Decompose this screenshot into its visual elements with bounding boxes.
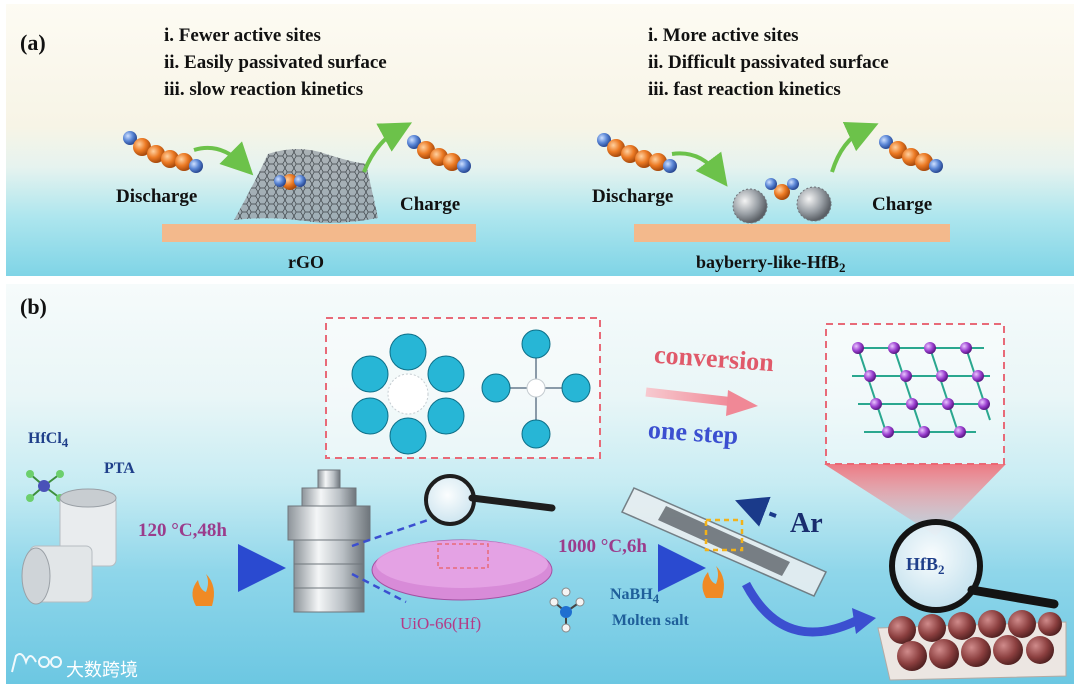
panel-b-label: (b) (20, 294, 47, 319)
bayberry-hfb2-product-icon (877, 610, 1067, 681)
product-arrow-icon (742, 581, 860, 637)
polysulfide-chain-icon (123, 131, 203, 173)
rgo-label: rGO (288, 252, 324, 272)
hfb2-substrate (634, 224, 950, 242)
hfb2-substrate-label: bayberry-like-HfB2 (696, 252, 846, 275)
charge-label-left: Charge (400, 194, 461, 215)
adsorbed-molecule-icon (765, 178, 799, 200)
uio66-ring-structure-icon (351, 333, 465, 455)
hfb2-structure-box (825, 323, 1005, 465)
discharge-label-right: Discharge (592, 186, 674, 207)
arrow-to-hfb2-icon (671, 151, 728, 187)
watermark-logo-icon (11, 653, 62, 673)
step1-condition-label: 120 °C,48h (138, 520, 227, 541)
arrow-from-rgo-icon (362, 122, 413, 173)
magnifier-icon (424, 474, 556, 526)
hfb2-property-2: ii. Difficult passivated surface (648, 52, 889, 73)
ar-flow-arrow-icon (735, 496, 777, 527)
bayberry-particle-icon (796, 186, 832, 222)
hfcl4-label: HfCl4 (28, 430, 69, 450)
conversion-arrowhead-icon (726, 390, 758, 416)
polysulfide-chain-icon (407, 135, 471, 173)
conversion-arrow-icon (645, 387, 735, 407)
uio66-cross-structure-icon (481, 329, 591, 449)
zoom-line-icon (351, 572, 407, 604)
rgo-property-1: i. Fewer active sites (164, 25, 321, 46)
molten-salt-label: Molten salt (612, 612, 689, 629)
hfb2-label: HfB2 (906, 554, 945, 577)
uio66-structure-box (325, 317, 601, 459)
polysulfide-chain-icon (879, 135, 943, 173)
flame-icon (192, 574, 214, 606)
rgo-properties-list: i. Fewer active sites ii. Easily passiva… (164, 22, 387, 103)
one-step-label: one step (647, 414, 740, 451)
product-arrowhead-icon (852, 608, 876, 634)
arrow-from-hfb2-icon (830, 122, 879, 173)
bayberry-particle-icon (732, 188, 768, 224)
zoom-line-icon (351, 518, 429, 548)
rgo-sheet-icon (234, 149, 378, 223)
pta-label: PTA (104, 460, 135, 477)
zoom-beam-icon (824, 464, 1006, 536)
nabh4-molecule-icon (549, 587, 585, 633)
panel-a-graphics (123, 122, 950, 242)
rgo-substrate (162, 224, 476, 242)
hfb2-property-3: iii. fast reaction kinetics (648, 79, 841, 100)
panel-a: (a) i. Fewer active sites ii. Easily pas… (6, 4, 1074, 276)
tube-furnace-icon (620, 487, 828, 597)
nabh4-label: NaBH4 (610, 586, 660, 606)
large-magnifier-icon (889, 519, 1059, 613)
rgo-property-3: iii. slow reaction kinetics (164, 79, 364, 100)
hfcl4-molecule-icon (26, 470, 64, 502)
panel-b-graphics (11, 317, 1067, 681)
discharge-label-left: Discharge (116, 186, 198, 207)
uio66-disk-icon (371, 539, 553, 601)
panel-b: (b) HfCl4 PTA 120 °C,48h UiO-66(Hf) 1000… (6, 284, 1074, 684)
charge-label-right: Charge (872, 194, 933, 215)
polysulfide-chain-icon (597, 133, 677, 173)
panel-a-label: (a) (20, 30, 46, 55)
hfb2-property-1: i. More active sites (648, 25, 799, 46)
autoclave-icon (287, 469, 371, 613)
rgo-property-2: ii. Easily passivated surface (164, 52, 387, 73)
hfb2-properties-list: i. More active sites ii. Difficult passi… (648, 22, 889, 103)
ar-gas-label: Ar (790, 508, 823, 539)
uio66-label: UiO-66(Hf) (400, 614, 482, 633)
flame-icon (702, 566, 724, 598)
pipe-fitting-icon (21, 488, 117, 605)
step2-condition-label: 1000 °C,6h (558, 536, 647, 557)
arrow-to-rgo-icon (193, 141, 254, 176)
hfb2-lattice-icon (852, 342, 991, 438)
watermark-text: 大数跨境 (66, 660, 138, 681)
